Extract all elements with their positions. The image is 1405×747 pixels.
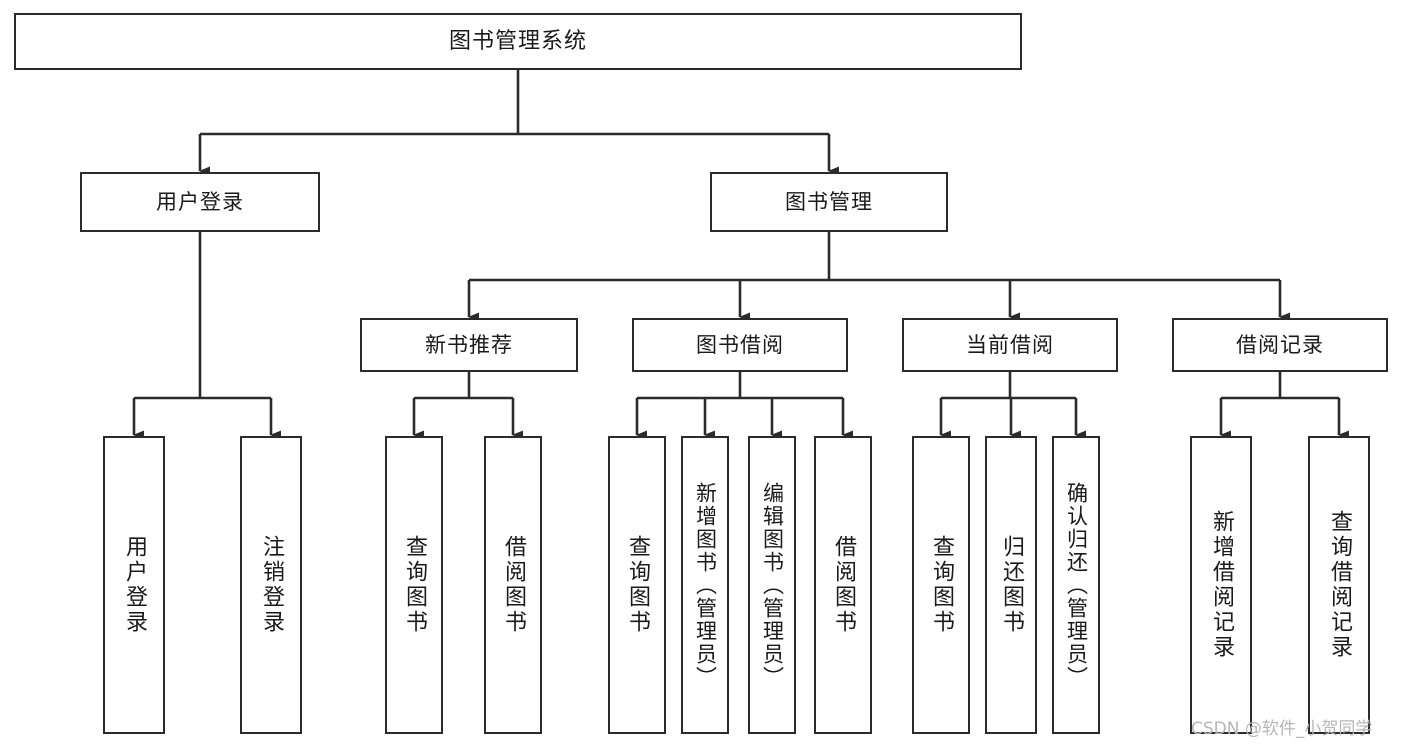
node-records[interactable]: 借阅记录	[1172, 318, 1388, 372]
node-label-l-login: 用户登录	[122, 535, 147, 635]
node-label-root: 图书管理系统	[448, 28, 587, 54]
node-l-bo-query[interactable]: 查询图书	[608, 436, 666, 734]
node-l-cu-return[interactable]: 归还图书	[985, 436, 1037, 734]
node-label-l-logout: 注销登录	[259, 535, 284, 635]
node-label-l-cu-query: 查询图书	[929, 535, 954, 635]
node-label-l-re-query: 查询借阅记录	[1327, 510, 1352, 660]
node-label-bookmgmt: 图书管理	[785, 189, 873, 214]
node-l-bo-add[interactable]: 新增图书（管理员）	[681, 436, 729, 734]
node-borrow[interactable]: 图书借阅	[632, 318, 848, 372]
node-label-current: 当前借阅	[966, 332, 1054, 357]
node-label-l-bo-add: 新增图书（管理员）	[693, 481, 718, 689]
node-label-newbook: 新书推荐	[425, 332, 513, 357]
node-l-re-add[interactable]: 新增借阅记录	[1190, 436, 1252, 734]
node-label-l-re-add: 新增借阅记录	[1209, 510, 1234, 660]
node-l-bo-lend[interactable]: 借阅图书	[814, 436, 872, 734]
node-label-l-bo-edit: 编辑图书（管理员）	[760, 481, 785, 689]
node-l-cu-query[interactable]: 查询图书	[912, 436, 970, 734]
node-current[interactable]: 当前借阅	[902, 318, 1118, 372]
node-l-bo-edit[interactable]: 编辑图书（管理员）	[748, 436, 796, 734]
node-label-l-cu-confirm: 确认归还（管理员）	[1064, 481, 1089, 689]
node-label-borrow: 图书借阅	[696, 332, 784, 357]
node-root[interactable]: 图书管理系统	[14, 13, 1022, 70]
node-l-nb-borrow[interactable]: 借阅图书	[484, 436, 542, 734]
node-label-records: 借阅记录	[1236, 332, 1324, 357]
node-bookmgmt[interactable]: 图书管理	[710, 172, 948, 232]
node-l-logout[interactable]: 注销登录	[240, 436, 302, 734]
node-l-login[interactable]: 用户登录	[103, 436, 165, 734]
node-l-re-query[interactable]: 查询借阅记录	[1308, 436, 1370, 734]
node-l-cu-confirm[interactable]: 确认归还（管理员）	[1052, 436, 1100, 734]
node-label-login: 用户登录	[156, 189, 244, 214]
node-login[interactable]: 用户登录	[80, 172, 320, 232]
node-label-l-cu-return: 归还图书	[999, 535, 1024, 635]
node-label-l-nb-query: 查询图书	[402, 535, 427, 635]
node-newbook[interactable]: 新书推荐	[360, 318, 578, 372]
node-label-l-nb-borrow: 借阅图书	[501, 535, 526, 635]
node-label-l-bo-query: 查询图书	[625, 535, 650, 635]
node-l-nb-query[interactable]: 查询图书	[385, 436, 443, 734]
node-label-l-bo-lend: 借阅图书	[831, 535, 856, 635]
